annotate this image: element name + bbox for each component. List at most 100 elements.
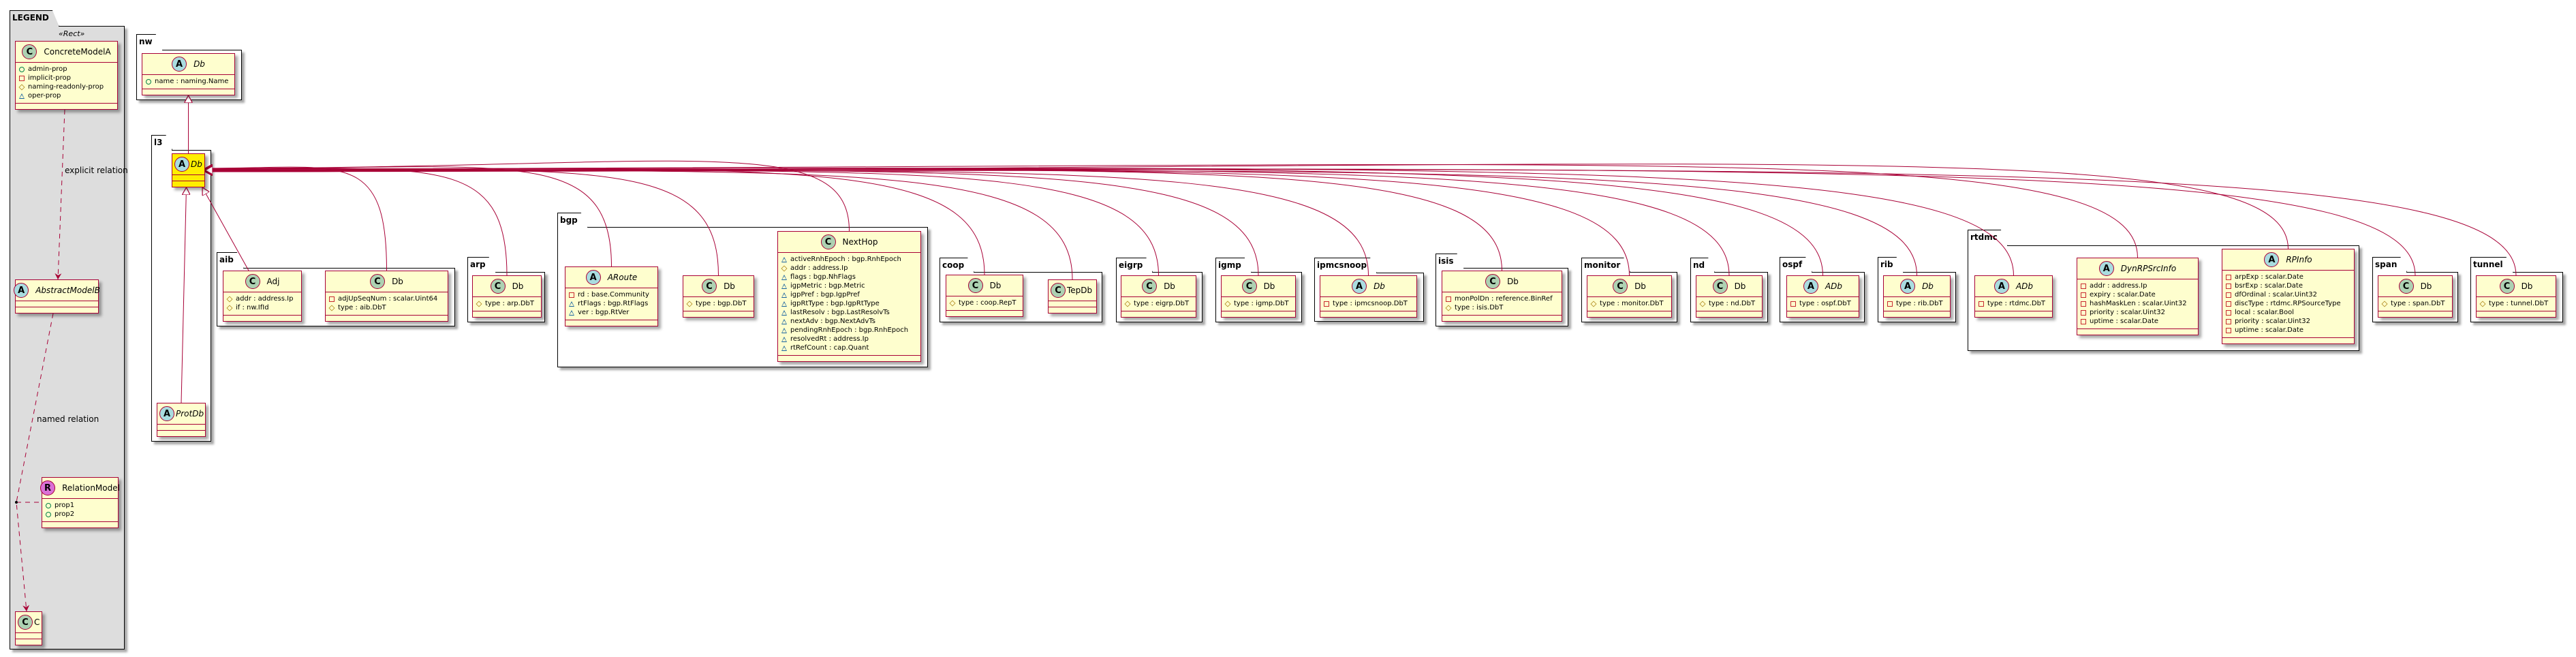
package-visibility-icon	[781, 318, 787, 324]
private-visibility-icon	[2226, 292, 2231, 298]
package-tab-label: ospf	[1780, 257, 1812, 273]
attribute-text: type : eigrp.DbT	[1134, 300, 1190, 307]
attribute-text: type : aib.DbT	[338, 304, 386, 311]
package-tab-label: l3	[151, 135, 172, 151]
protected-visibility-icon	[226, 304, 233, 311]
package-tab-label: monitor	[1581, 258, 1630, 273]
package-visibility-icon	[781, 327, 787, 333]
class-attributes: type : nd.DbT	[1696, 297, 1762, 311]
class-icon: C	[22, 44, 37, 59]
package-tab-label: rib	[1878, 257, 1904, 273]
package-visibility-icon	[781, 301, 787, 307]
class-icon: C	[490, 279, 506, 294]
attribute-text: activeRnhEpoch : bgp.RnhEpoch	[790, 256, 901, 263]
class-attribute: type : tunnel.DbT	[2479, 299, 2552, 308]
package-body	[10, 26, 125, 650]
abstract-class-icon: A	[172, 57, 187, 72]
package-visibility-icon	[781, 292, 787, 298]
class-icon: C	[702, 279, 717, 294]
class-attributes	[16, 301, 98, 307]
attribute-text: name : naming.Name	[155, 78, 229, 85]
abstract-class-icon: A	[2098, 261, 2114, 276]
class-methods	[2477, 311, 2556, 317]
class-attributes: type : rtdmc.DbT	[1975, 297, 2052, 311]
protected-visibility-icon	[1124, 300, 1131, 307]
class-methods	[1787, 311, 1859, 317]
class-attribute: type : monitor.DbT	[1590, 299, 1668, 308]
protected-visibility-icon	[1445, 304, 1452, 311]
class-attribute: local : scalar.Bool	[2226, 308, 2350, 317]
class-attribute: priority : scalar.Uint32	[2226, 317, 2350, 326]
class-attributes: type : coop.RepT	[946, 296, 1023, 311]
attribute-text: priority : scalar.Uint32	[2090, 309, 2166, 316]
attribute-text: type : ospf.DbT	[1799, 300, 1851, 307]
relation-label: explicit relation	[65, 166, 128, 175]
private-visibility-icon	[1978, 301, 1984, 307]
package-tab-label: igmp	[1215, 258, 1252, 273]
class-icon: C	[820, 234, 836, 249]
class-attribute: type : igmp.DbT	[1224, 299, 1292, 308]
package-stereotype: «Rect»	[59, 29, 85, 38]
class-attribute: rtRefCount : cap.Quant	[781, 343, 917, 352]
private-visibility-icon	[1324, 301, 1329, 307]
public-visibility-icon	[46, 502, 51, 508]
class-icon: C	[967, 278, 983, 293]
attribute-text: discType : rtdmc.RPSourceType	[2235, 300, 2341, 307]
class-methods	[1587, 311, 1671, 317]
class-name: AbstractModelB	[35, 286, 100, 295]
attribute-text: resolvedRt : address.Ip	[790, 335, 869, 343]
class-attributes: type : tunnel.DbT	[2477, 297, 2556, 311]
class-name: DynRPSrcInfo	[2120, 264, 2177, 273]
class-attribute: type : rtdmc.DbT	[1978, 299, 2049, 308]
attribute-text: priority : scalar.Uint32	[2235, 318, 2311, 325]
class-attributes: type : ipmcsnoop.DbT	[1320, 297, 1416, 311]
attribute-text: type : tunnel.DbT	[2489, 300, 2549, 307]
class-methods	[223, 316, 301, 321]
private-visibility-icon	[2081, 309, 2086, 316]
protected-visibility-icon	[949, 299, 956, 307]
class-methods	[157, 431, 205, 436]
abstract-class-icon: A	[585, 270, 601, 285]
class-name: NextHop	[842, 237, 878, 247]
attribute-text: arpExp : scalar.Date	[2235, 273, 2303, 281]
abstract-class-icon: A	[2264, 252, 2280, 267]
class-attributes: type : igmp.DbT	[1222, 297, 1295, 311]
attribute-text: admin-prop	[28, 65, 67, 73]
class-attributes: name : naming.Name	[142, 75, 234, 89]
class-attribute: prop1	[46, 501, 114, 510]
